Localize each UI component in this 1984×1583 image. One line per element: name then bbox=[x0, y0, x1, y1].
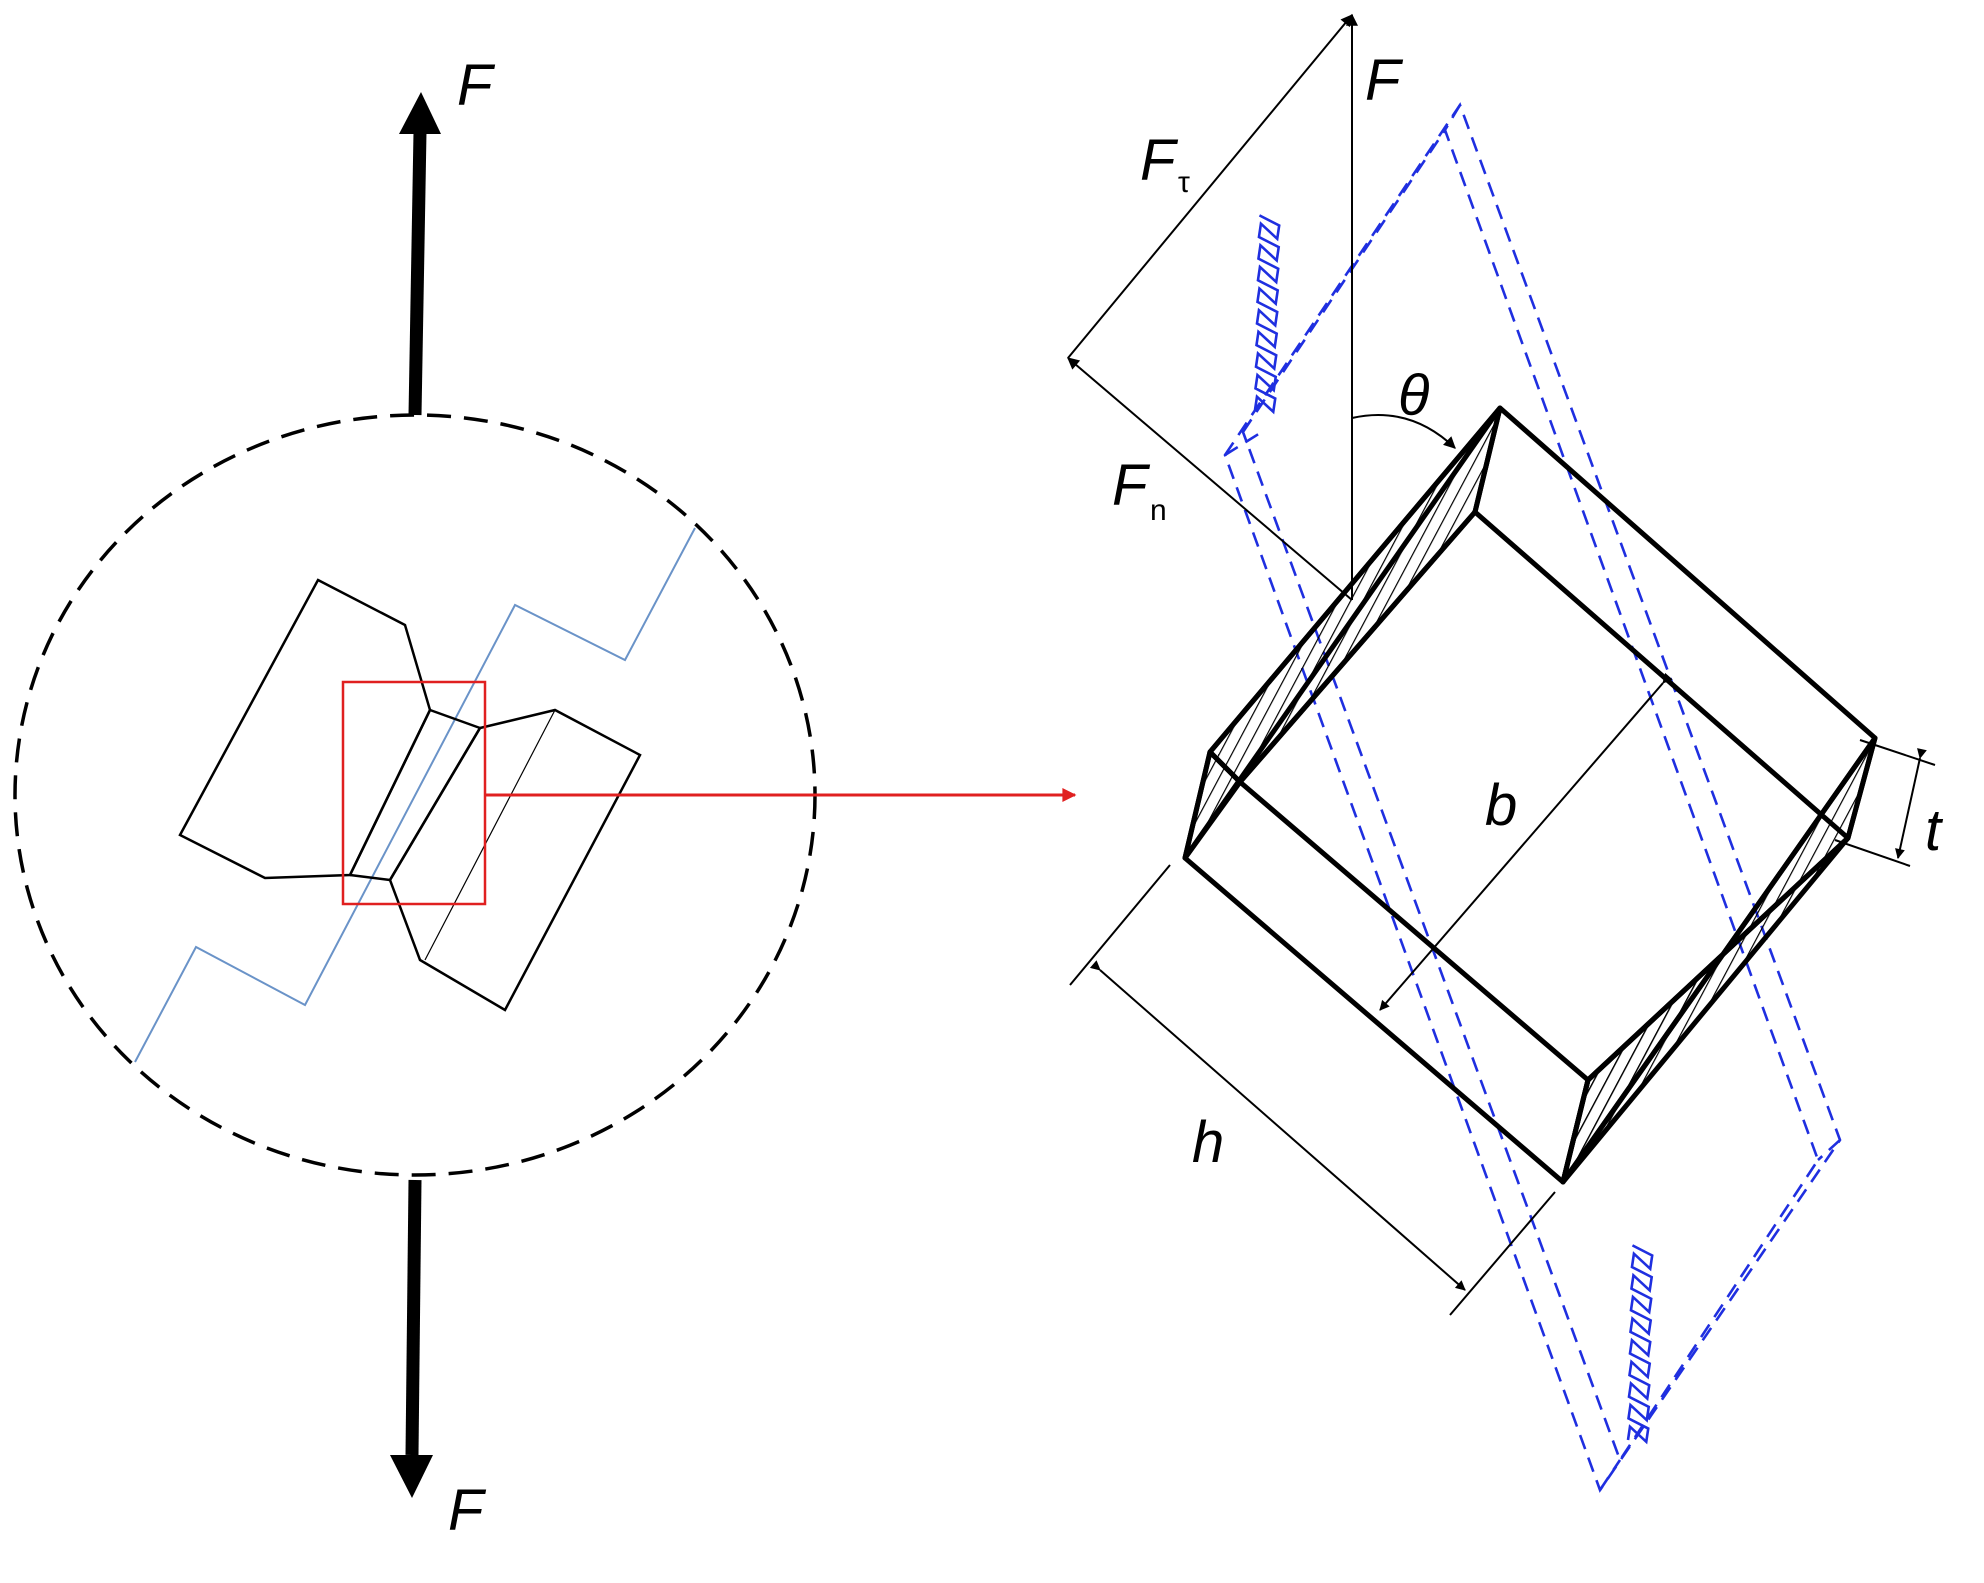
plate-outer-outline bbox=[1182, 405, 1878, 1185]
grain-inner-line bbox=[424, 709, 556, 961]
grain-right-polygon bbox=[388, 708, 642, 1012]
force-arrow-bottom bbox=[405, 1179, 422, 1456]
zoom-region-box bbox=[341, 680, 487, 906]
force-arrowhead-bottom bbox=[390, 1455, 433, 1498]
thickness-label: t bbox=[1925, 798, 1944, 863]
tangential-force-subscript: τ bbox=[1178, 166, 1190, 199]
dim-b-line bbox=[1379, 672, 1673, 1011]
twin-band-edge-4 bbox=[349, 873, 391, 882]
force-vector-Fn bbox=[1067, 357, 1353, 601]
width-label: b bbox=[1485, 773, 1517, 838]
height-label: h bbox=[1192, 1110, 1224, 1175]
force-label-bottom: F bbox=[448, 1478, 487, 1543]
deformed-plate-dashed bbox=[1223, 102, 1842, 1493]
hatched-face-lower-right bbox=[1560, 835, 1851, 1185]
force-label-right: F bbox=[1365, 48, 1404, 113]
twin-band-edge-1 bbox=[348, 709, 432, 876]
dim-h-line bbox=[1089, 960, 1466, 1291]
force-label-top: F bbox=[457, 53, 496, 118]
angle-arc bbox=[1351, 414, 1456, 449]
dimensions bbox=[1069, 672, 1936, 1316]
force-decomposition bbox=[1067, 13, 1456, 601]
force-vector-Ftau bbox=[1067, 14, 1353, 359]
normal-force-subscript: n bbox=[1150, 494, 1167, 527]
twin-band-edge-2 bbox=[388, 727, 482, 881]
hatched-face-upper-left bbox=[1207, 405, 1503, 785]
force-arrowhead-top bbox=[399, 92, 441, 134]
right-shear-model: F F τ F n θ b t h bbox=[1067, 13, 1944, 1493]
dim-t-line bbox=[1895, 748, 1927, 859]
left-specimen: F F bbox=[13, 53, 1077, 1543]
grain-left-polygon bbox=[178, 578, 432, 880]
tangential-force-label: F bbox=[1140, 128, 1179, 193]
slip-trace-line bbox=[134, 527, 696, 1063]
angle-label: θ bbox=[1398, 363, 1429, 428]
force-arrow-top bbox=[408, 131, 427, 416]
solid-plate bbox=[1182, 405, 1878, 1185]
normal-force-label: F bbox=[1112, 453, 1151, 518]
twin-band-edge-3 bbox=[429, 708, 481, 730]
